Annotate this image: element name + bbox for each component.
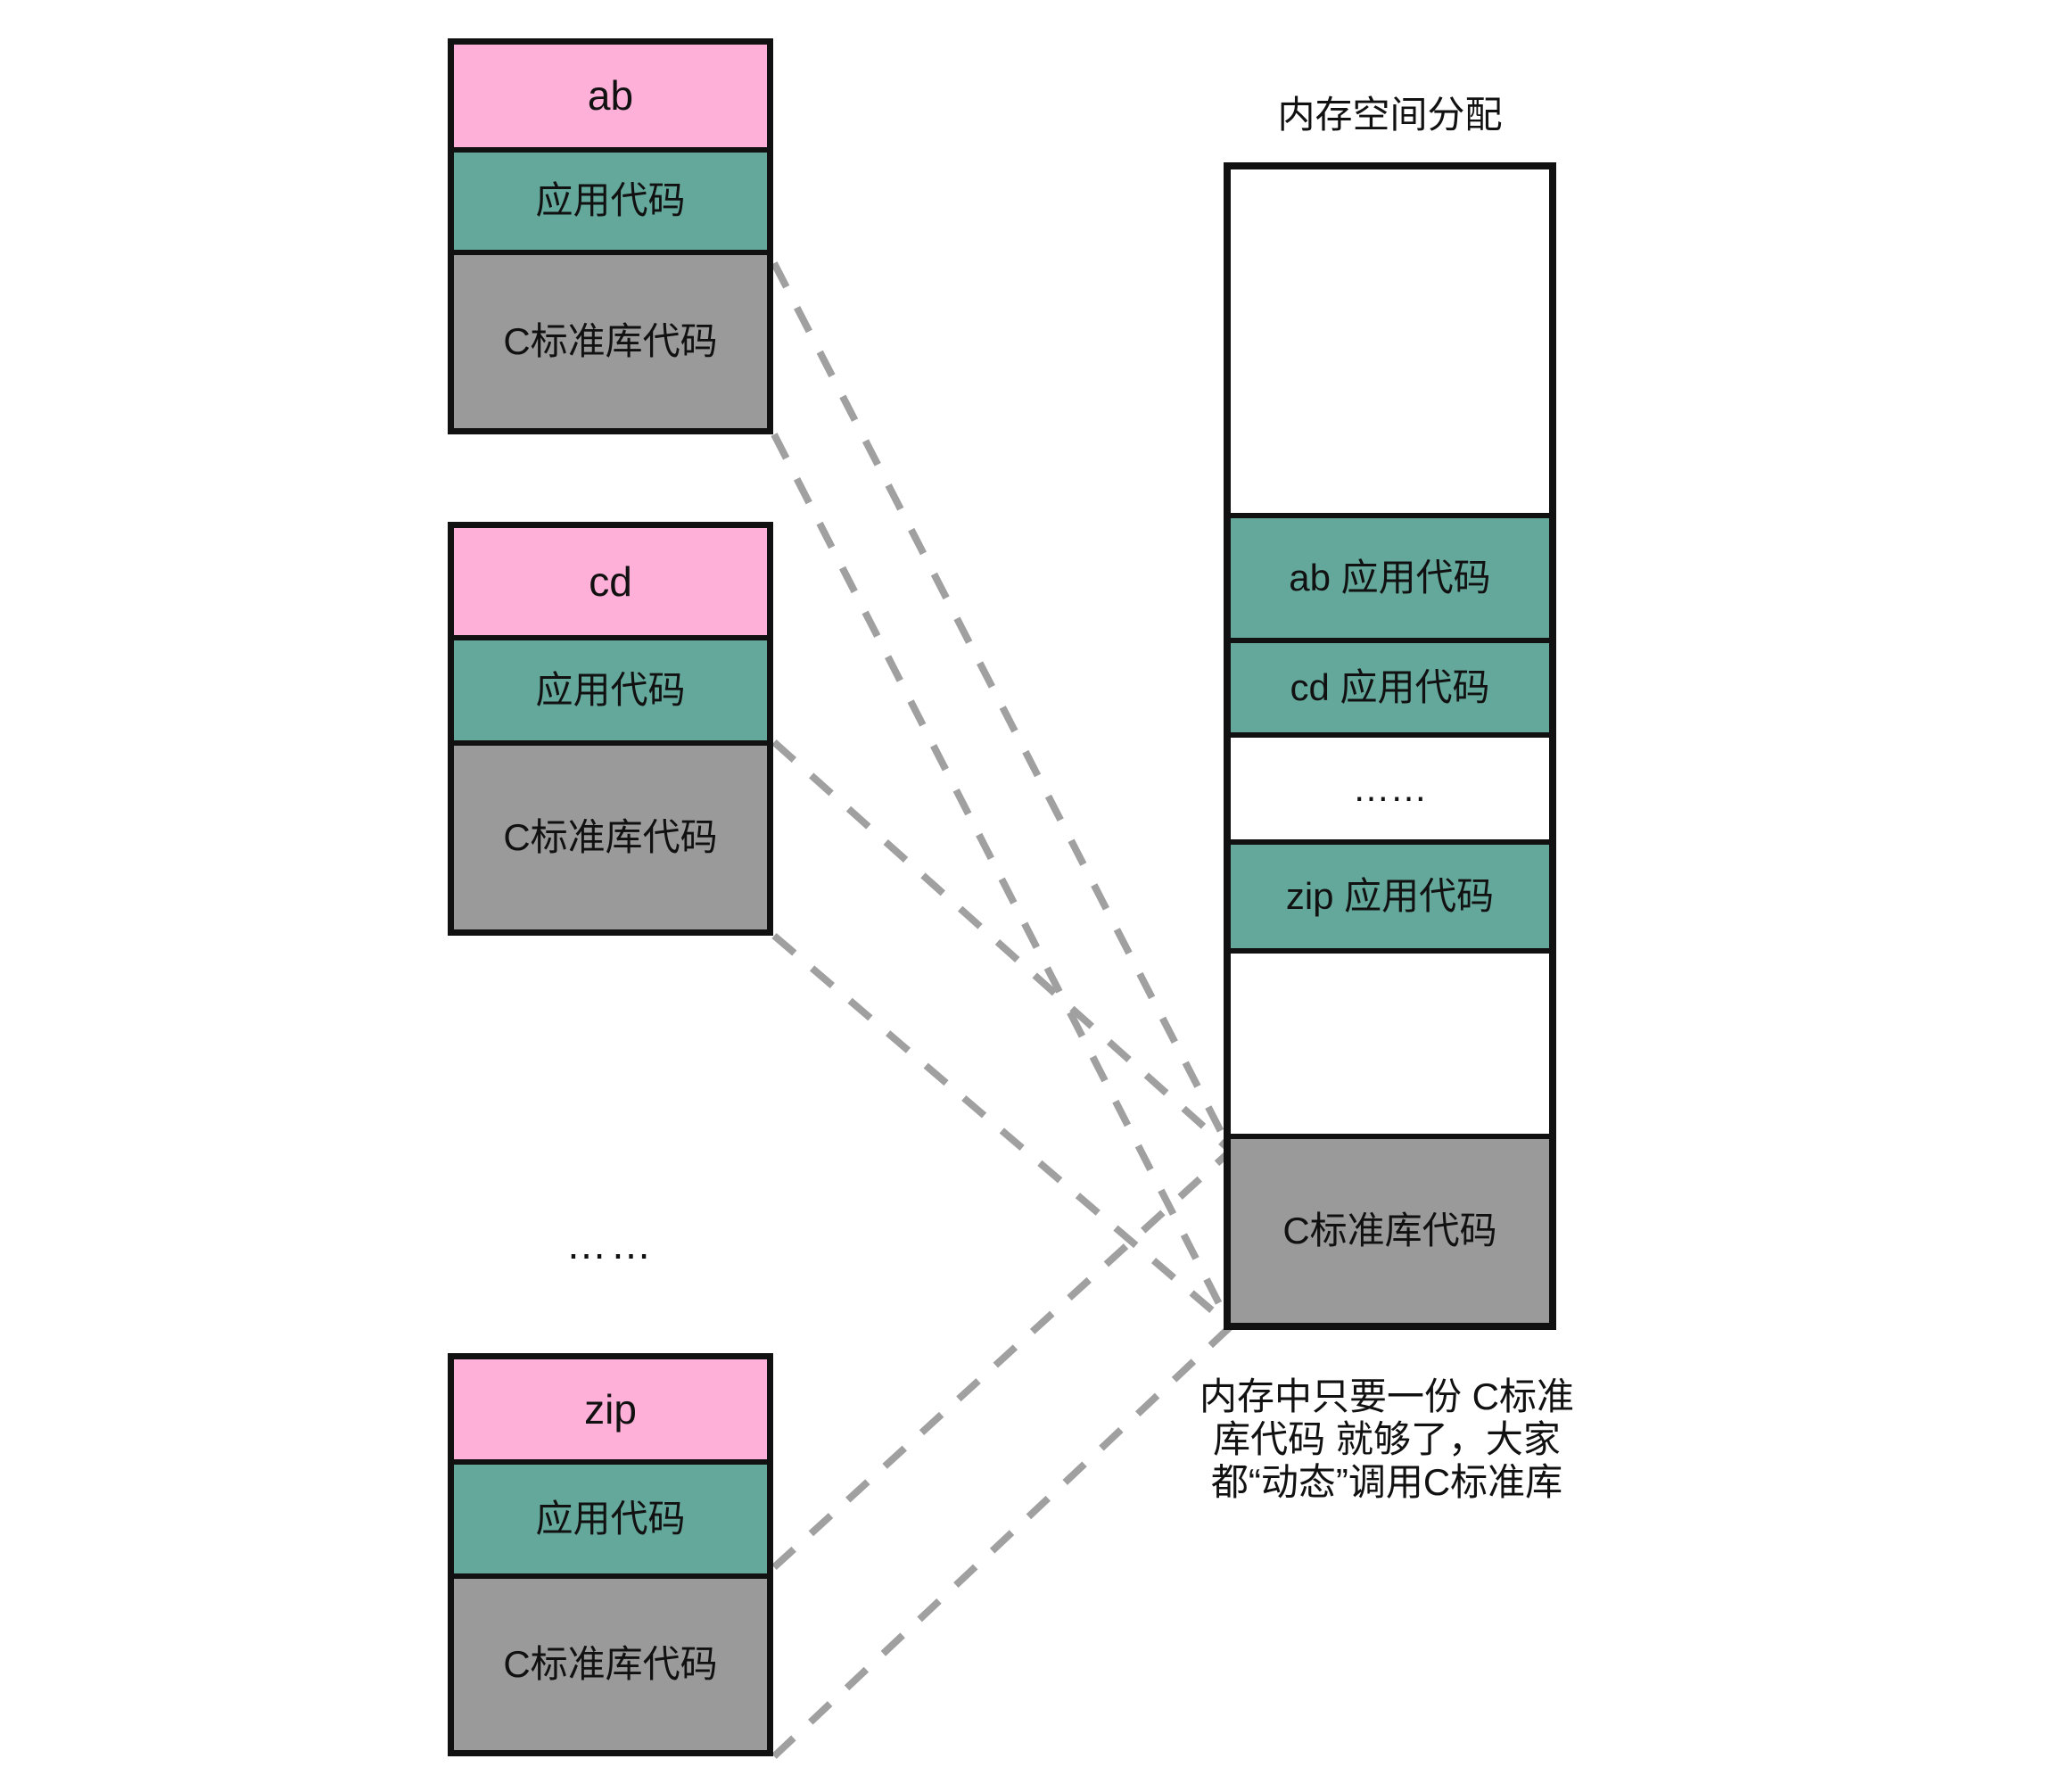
program-ab-name-section: ab: [454, 45, 767, 147]
dashed-connector-cd-lib-top: [771, 739, 1233, 1153]
memory-ab-app-code-section: ab 应用代码: [1231, 513, 1549, 638]
program-zip-name-section: zip: [454, 1359, 767, 1459]
program-ab-app-code-section: 应用代码: [454, 147, 767, 250]
program-cd-app-code-section: 应用代码: [454, 635, 767, 740]
memory-free-section-bottom: [1231, 948, 1549, 1134]
memory-zip-app-code-label: zip 应用代码: [1285, 874, 1495, 917]
memory-c-stdlib-section: C标准库代码: [1231, 1134, 1549, 1323]
program-ab-app-code-label: 应用代码: [535, 179, 686, 222]
program-zip-app-code-section: 应用代码: [454, 1459, 767, 1573]
program-box-ab: ab 应用代码 C标准库代码: [448, 38, 773, 434]
dashed-connector-zip-lib-bottom: [771, 1324, 1233, 1759]
memory-zip-app-code-section: zip 应用代码: [1231, 839, 1549, 948]
memory-c-stdlib-label: C标准库代码: [1282, 1209, 1497, 1251]
program-cd-name-label: cd: [589, 557, 632, 605]
dashed-connector-ab-lib-bottom: [771, 433, 1234, 1328]
memory-cd-app-code-label: cd 应用代码: [1290, 665, 1490, 708]
dashed-connector-cd-lib-bottom: [771, 932, 1233, 1330]
memory-free-section-top: [1231, 169, 1549, 513]
memory-ab-app-code-label: ab 应用代码: [1289, 556, 1491, 599]
program-box-zip: zip 应用代码 C标准库代码: [448, 1353, 773, 1756]
memory-cd-app-code-section: cd 应用代码: [1231, 638, 1549, 732]
more-programs-ellipsis: ……: [565, 1221, 655, 1268]
program-cd-c-stdlib-section: C标准库代码: [454, 740, 767, 929]
program-zip-c-stdlib-section: C标准库代码: [454, 1573, 767, 1750]
program-zip-c-stdlib-label: C标准库代码: [503, 1642, 718, 1685]
memory-ellipsis-section: ……: [1231, 732, 1549, 839]
program-ab-c-stdlib-section: C标准库代码: [454, 250, 767, 428]
program-cd-c-stdlib-label: C标准库代码: [503, 815, 718, 858]
program-ab-c-stdlib-label: C标准库代码: [503, 319, 718, 362]
program-zip-name-label: zip: [584, 1385, 637, 1433]
dashed-connector-zip-lib-top: [771, 1148, 1233, 1570]
program-cd-app-code-label: 应用代码: [535, 668, 686, 711]
memory-map-box: ab 应用代码 cd 应用代码 …… zip 应用代码 C标准库代码: [1224, 162, 1556, 1330]
annotation-note: 内存中只要一份 C标准 库代码 就够了，大家 都“动态”调用C标准库: [1177, 1375, 1596, 1504]
annotation-line-2: 库代码 就够了，大家: [1213, 1418, 1561, 1460]
annotation-line-3: 都“动态”调用C标准库: [1210, 1461, 1563, 1503]
memory-map-title: 内存空间分配: [1277, 94, 1503, 136]
program-cd-name-section: cd: [454, 528, 767, 635]
program-box-cd: cd 应用代码 C标准库代码: [448, 522, 773, 936]
program-zip-app-code-label: 应用代码: [535, 1497, 686, 1540]
memory-ellipsis-label: ……: [1352, 766, 1428, 809]
dashed-connector-ab-lib-top: [771, 261, 1234, 1152]
program-ab-name-label: ab: [587, 72, 634, 120]
annotation-line-1: 内存中只要一份 C标准: [1199, 1375, 1574, 1417]
